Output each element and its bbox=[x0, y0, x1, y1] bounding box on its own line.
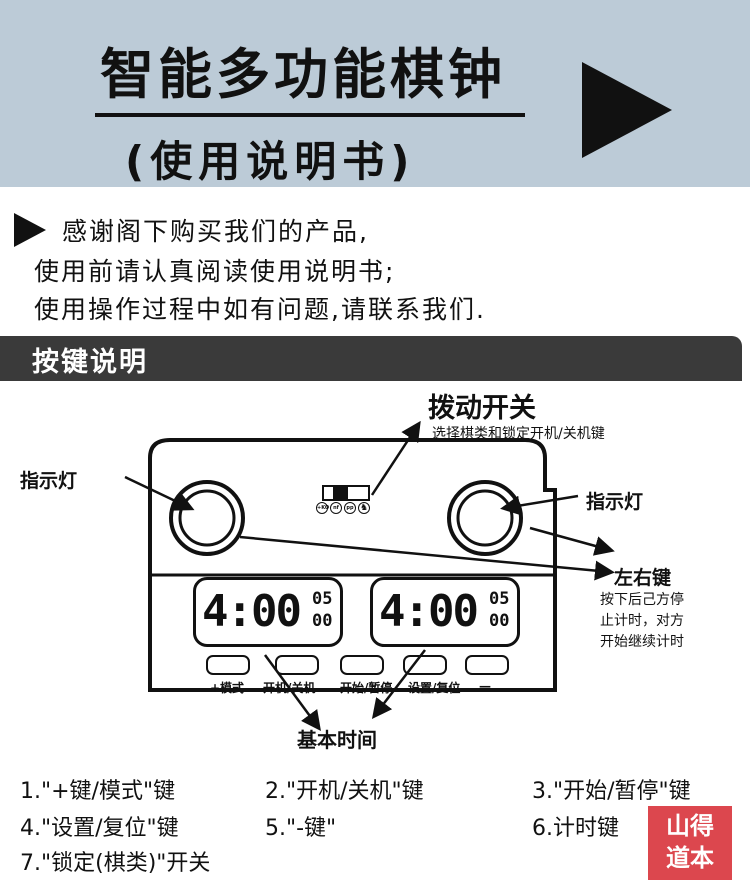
lcd-display-right: 4:00 05 00 bbox=[370, 577, 520, 647]
intro-line: 使用操作过程中如有问题,请联系我们. bbox=[34, 295, 486, 324]
button-label: 开始/暂停 bbox=[340, 681, 393, 695]
button-label: 设置/复位 bbox=[408, 681, 461, 695]
lr-key-desc: 按下后己方停 止计时，对方 开始继续计时 bbox=[600, 590, 684, 653]
minus-button[interactable] bbox=[465, 655, 509, 675]
indicator-label-right: 指示灯 bbox=[586, 491, 644, 513]
chess-clock-diagram bbox=[124, 420, 615, 732]
section-title: 按键说明 bbox=[32, 347, 148, 378]
set-reset-button[interactable] bbox=[403, 655, 447, 675]
base-time-label: 基本时间 bbox=[297, 728, 377, 752]
intro-line: 感谢阁下购买我们的产品, bbox=[62, 217, 369, 246]
indicator-light-left bbox=[169, 480, 245, 556]
legend-item: 5."-键" bbox=[265, 816, 337, 841]
desc-line: 止计时，对方 bbox=[600, 613, 684, 629]
section-bar bbox=[0, 336, 742, 381]
legend-item: 6.计时键 bbox=[532, 816, 619, 841]
clock-time: 4:00 bbox=[379, 586, 479, 637]
clock-seconds-top: 05 bbox=[312, 589, 333, 609]
slide-switch-desc: 选择棋类和锁定开机/关机键 bbox=[432, 426, 605, 442]
button-label: 开机/关机 bbox=[263, 681, 316, 695]
indicator-light-right bbox=[447, 480, 523, 556]
clock-body-outline bbox=[148, 438, 557, 692]
pp-icon: pp bbox=[344, 502, 356, 514]
nf-icon: nf bbox=[330, 502, 342, 514]
clock-seconds-bottom: 00 bbox=[312, 611, 333, 631]
page-subtitle: (使用说明书) bbox=[125, 137, 416, 186]
lcd-display-left: 4:00 05 00 bbox=[193, 577, 343, 647]
legend-item: 1."+键/模式"键 bbox=[20, 779, 176, 804]
start-pause-button[interactable] bbox=[340, 655, 384, 675]
lr-key-label: 左右键 bbox=[614, 567, 672, 589]
power-button[interactable] bbox=[275, 655, 319, 675]
play-arrow-icon bbox=[582, 62, 672, 158]
desc-line: 开始继续计时 bbox=[600, 634, 684, 650]
mode-plus-button[interactable] bbox=[206, 655, 250, 675]
button-label: +模式 bbox=[210, 681, 245, 695]
clock-seconds-top: 05 bbox=[489, 589, 510, 609]
seal-stamp: 山得道本 bbox=[648, 806, 732, 880]
clock-time: 4:00 bbox=[202, 586, 302, 637]
legend-item: 2."开机/关机"键 bbox=[265, 779, 424, 804]
ko-icon: +KO bbox=[316, 502, 329, 514]
bullet-arrow-icon bbox=[14, 213, 46, 247]
clock-seconds-bottom: 00 bbox=[489, 611, 510, 631]
legend-item: 7."锁定(棋类)"开关 bbox=[20, 851, 211, 876]
slide-switch-label: 拨动开关 bbox=[428, 393, 536, 424]
knight-icon: ♞ bbox=[358, 502, 370, 514]
indicator-label-left: 指示灯 bbox=[20, 470, 78, 492]
desc-line: 按下后己方停 bbox=[600, 592, 684, 608]
intro-line: 使用前请认真阅读使用说明书; bbox=[34, 257, 396, 286]
button-label: — bbox=[479, 679, 491, 693]
switch-mode-icons: +KO nf pp ♞ bbox=[316, 502, 370, 514]
page-title: 智能多功能棋钟 bbox=[100, 43, 506, 106]
legend-item: 4."设置/复位"键 bbox=[20, 816, 179, 841]
legend-item: 3."开始/暂停"键 bbox=[532, 779, 691, 804]
title-divider bbox=[95, 113, 525, 117]
seal-text: 山得道本 bbox=[666, 812, 714, 872]
